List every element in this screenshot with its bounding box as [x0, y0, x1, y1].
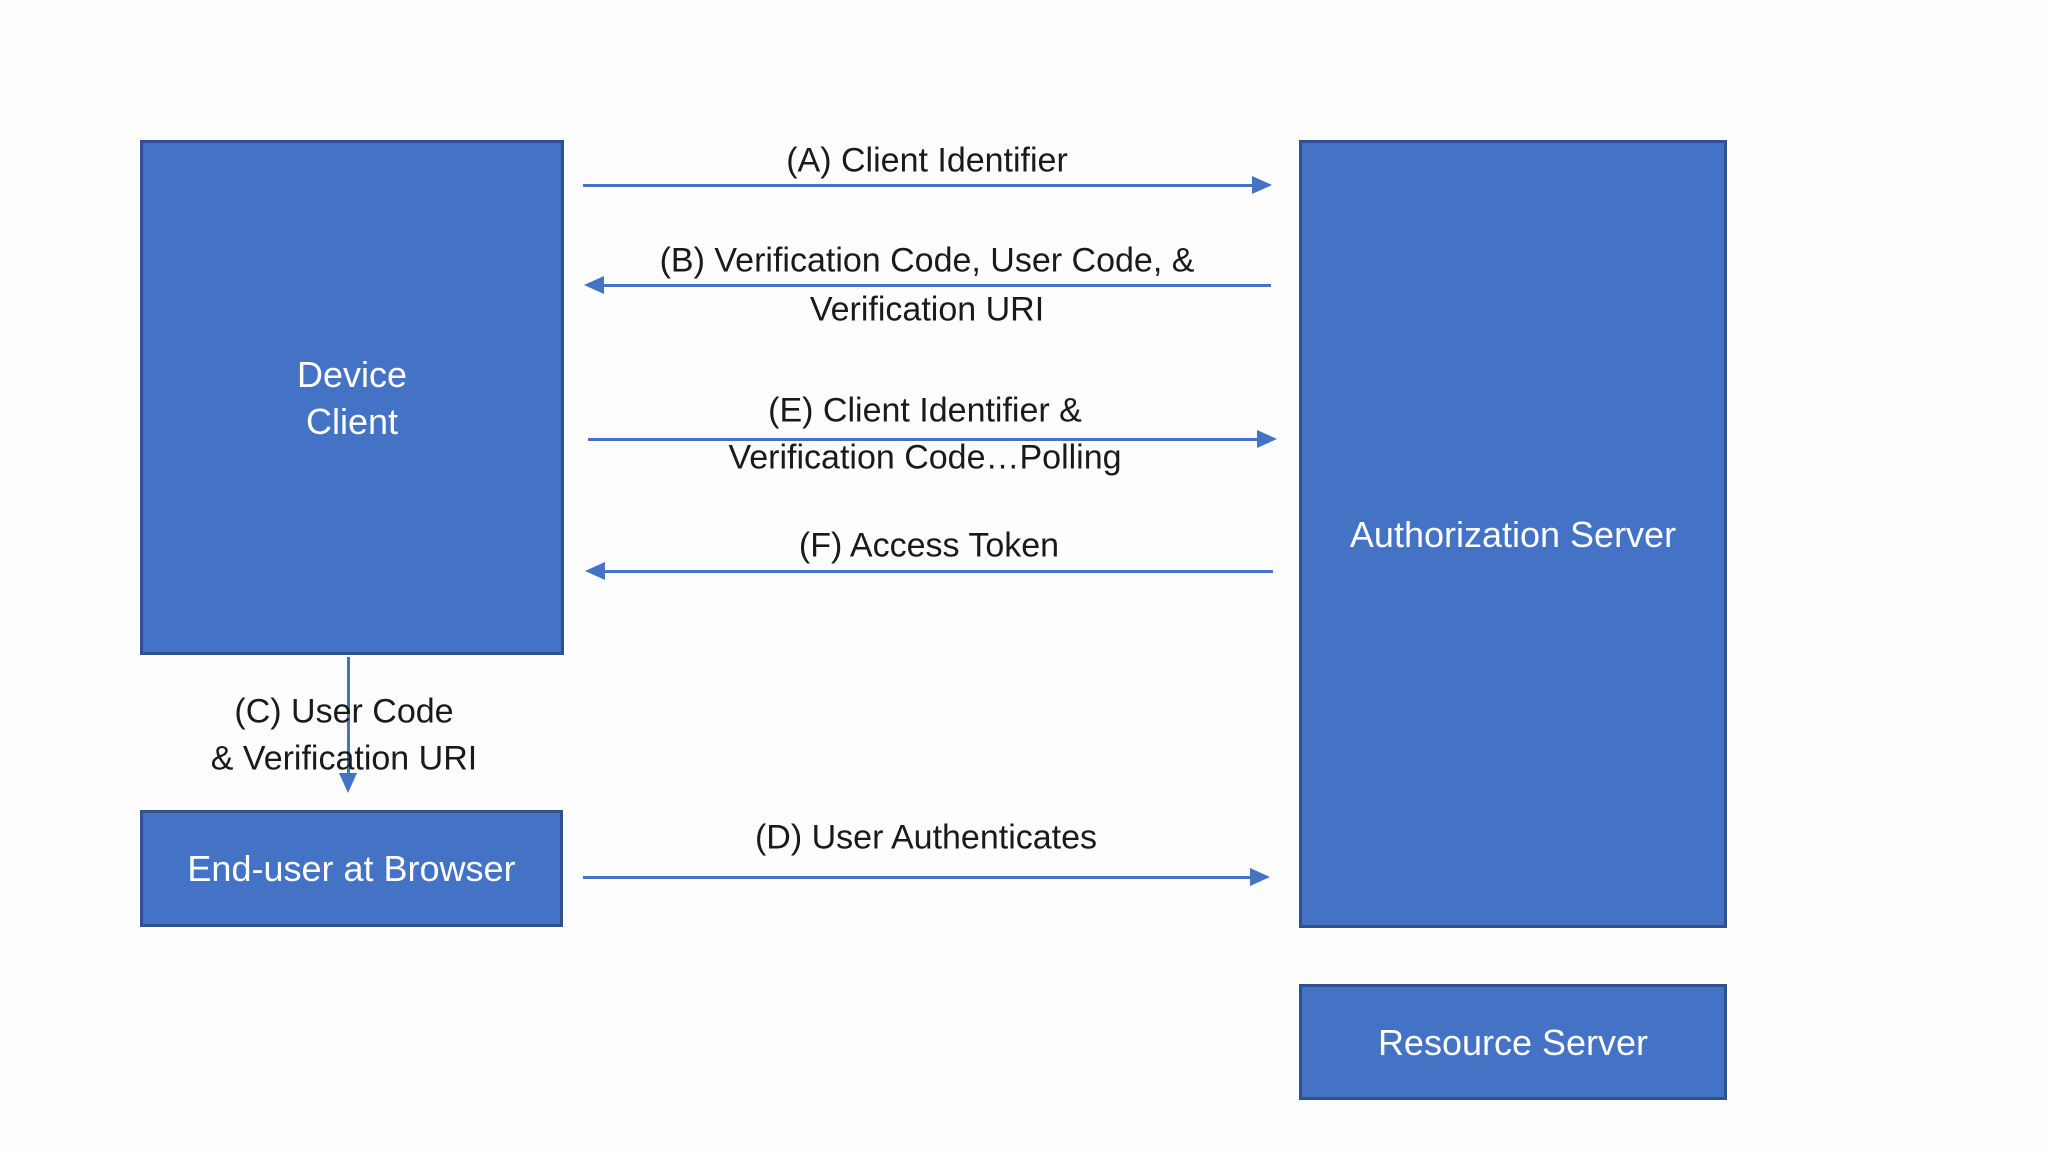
flow-c-label-line2: & Verification URI: [210, 739, 478, 778]
flow-a-label: (A) Client Identifier: [786, 141, 1068, 180]
device-client-label: Device Client: [297, 351, 407, 445]
authorization-server-box: Authorization Server: [1299, 140, 1727, 928]
flow-b-label-line1: (B) Verification Code, User Code, &: [659, 241, 1195, 280]
flow-d-label: (D) User Authenticates: [754, 818, 1098, 857]
flow-d-line: [583, 876, 1250, 879]
flow-c-arrowhead-down-icon: [339, 773, 357, 793]
device-client-box: Device Client: [140, 140, 564, 655]
resource-server-label: Resource Server: [1377, 1021, 1649, 1063]
device-client-label-line1: Device: [296, 353, 408, 395]
end-user-browser-label: End-user at Browser: [187, 848, 516, 889]
flow-e-label-line1: (E) Client Identifier &: [768, 391, 1082, 430]
flow-c-label-line1: (C) User Code: [234, 692, 454, 731]
flow-a-arrowhead-right-icon: [1252, 176, 1272, 194]
flow-e-line: [588, 438, 1257, 441]
flow-e-arrowhead-right-icon: [1257, 430, 1277, 448]
flow-e-label-line2: Verification Code…Polling: [728, 438, 1122, 477]
flow-f-arrowhead-left-icon: [585, 562, 605, 580]
authorization-server-label: Authorization Server: [1349, 513, 1677, 555]
flow-f-line: [605, 570, 1273, 573]
device-client-label-line2: Client: [305, 400, 399, 442]
end-user-browser-box: End-user at Browser: [140, 810, 563, 927]
flow-b-label-line2: Verification URI: [809, 290, 1045, 329]
flow-d-arrowhead-right-icon: [1250, 868, 1270, 886]
flow-f-label: (F) Access Token: [798, 526, 1060, 565]
flow-c-line: [347, 657, 350, 773]
resource-server-box: Resource Server: [1299, 984, 1727, 1100]
flow-b-arrowhead-left-icon: [584, 276, 604, 294]
flow-a-line: [583, 184, 1252, 187]
flow-b-line: [604, 284, 1271, 287]
